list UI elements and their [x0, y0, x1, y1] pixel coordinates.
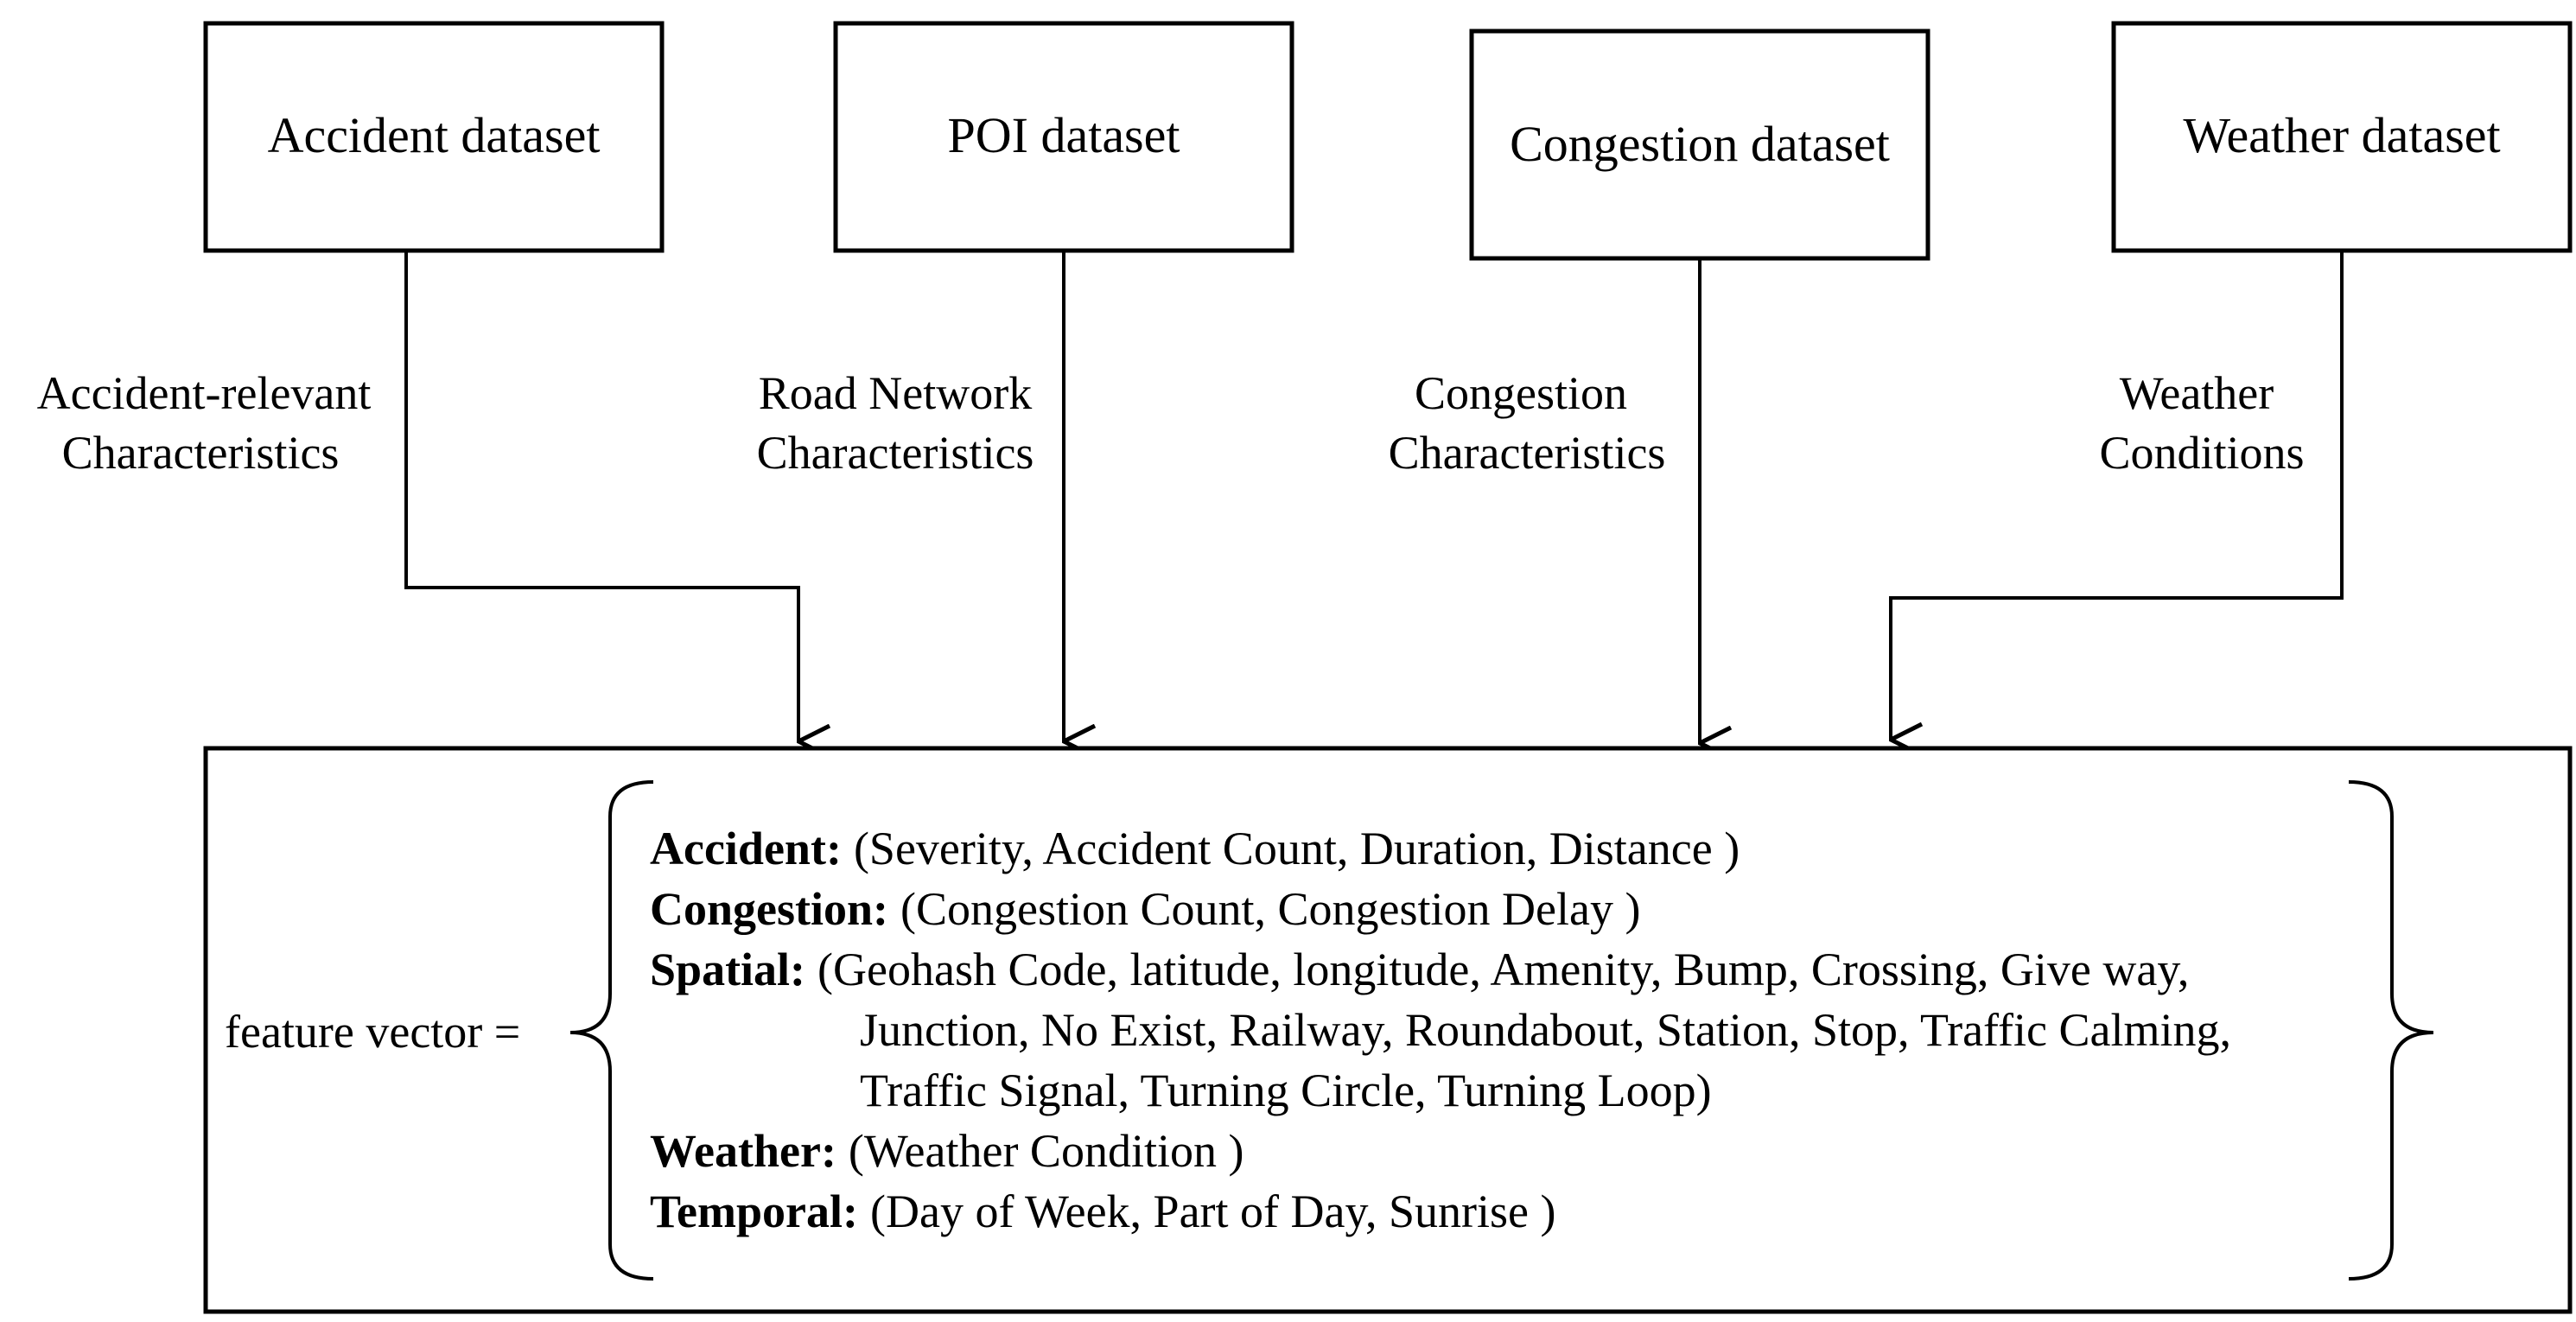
feature-line-congestion: Congestion:(Congestion Count, Congestion…	[650, 883, 1640, 935]
svg-text:Weather: Weather	[2120, 367, 2274, 419]
feature-line-spatial: Spatial:(Geohash Code, latitude, longitu…	[650, 944, 2189, 995]
svg-text:Characteristics: Characteristics	[1389, 427, 1666, 479]
source-label-poi: POI dataset	[948, 107, 1180, 163]
feature-line-weather: Weather:(Weather Condition )	[650, 1125, 1243, 1177]
svg-text:Characteristics: Characteristics	[62, 427, 340, 479]
source-box-congestion: Congestion dataset	[1469, 29, 1930, 261]
feature-line-temporal: Temporal:(Day of Week, Part of Day, Sunr…	[650, 1185, 1555, 1237]
source-label-accident: Accident dataset	[268, 107, 601, 163]
connector-accident	[404, 251, 798, 741]
svg-text:Conditions: Conditions	[2099, 427, 2304, 479]
edge-label-congestion: Congestion Characteristics	[1389, 367, 1666, 479]
connector-weather	[1889, 251, 2344, 740]
feature-line-spatial-cont-1: Junction, No Exist, Railway, Roundabout,…	[860, 1004, 2231, 1056]
right-brace	[2348, 780, 2434, 1281]
svg-text:Accident-relevant: Accident-relevant	[37, 367, 372, 419]
edge-label-poi: Road Network Characteristics	[757, 367, 1034, 479]
source-box-accident: Accident dataset	[203, 21, 665, 253]
edge-label-weather: Weather Conditions	[2099, 367, 2304, 479]
source-label-weather: Weather dataset	[2183, 107, 2500, 163]
svg-text:Congestion: Congestion	[1415, 367, 1627, 419]
feature-vector-box: feature vector = Accident:(Severity, Acc…	[203, 746, 2573, 1314]
edge-label-accident: Accident-relevant Characteristics	[37, 367, 372, 479]
source-label-congestion: Congestion dataset	[1510, 116, 1890, 172]
source-box-poi: POI dataset	[833, 21, 1294, 253]
svg-text:Road Network: Road Network	[759, 367, 1032, 419]
source-box-weather: Weather dataset	[2111, 21, 2573, 253]
feature-line-spatial-cont-2: Traffic Signal, Turning Circle, Turning …	[860, 1065, 1712, 1116]
feature-line-accident: Accident:(Severity, Accident Count, Dura…	[650, 823, 1740, 874]
svg-text:Characteristics: Characteristics	[757, 427, 1034, 479]
feature-vector-label: feature vector =	[225, 1006, 520, 1058]
left-brace	[569, 780, 654, 1281]
